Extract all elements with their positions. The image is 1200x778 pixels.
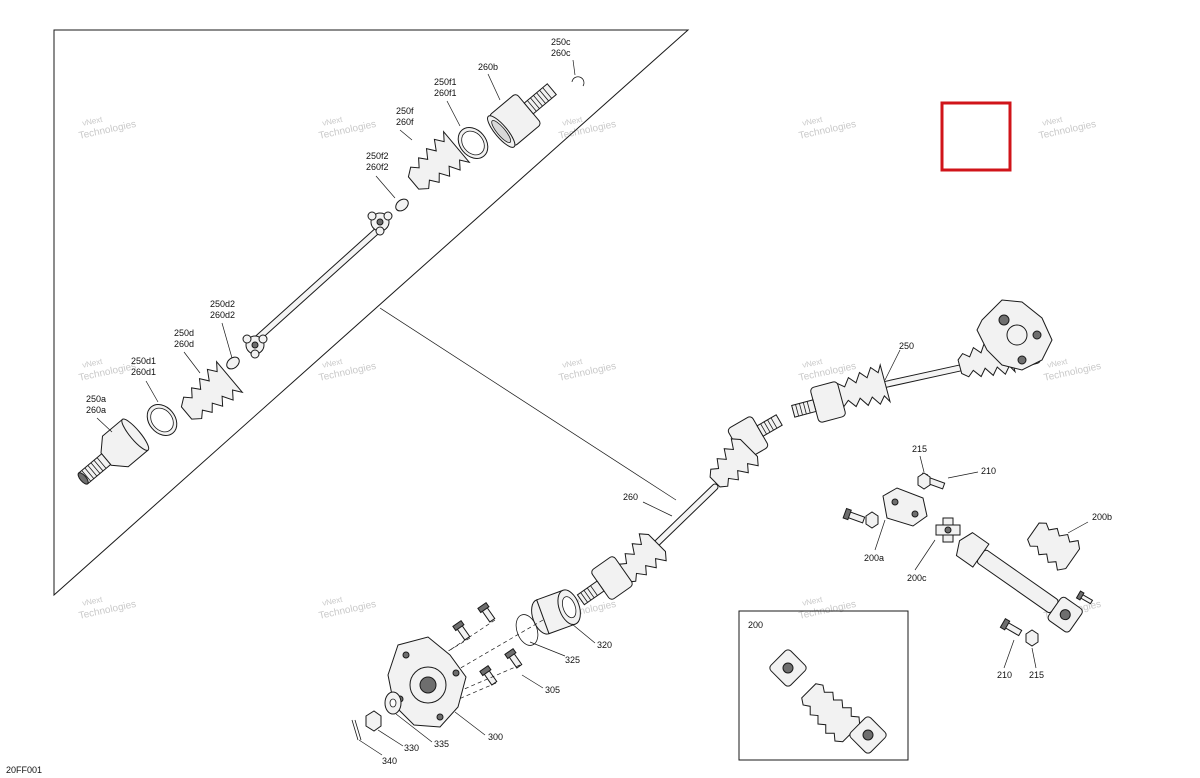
callout-260f2: 260f2 [366, 162, 389, 172]
callout-250f: 250f [396, 106, 414, 116]
middle-upper-boot [832, 362, 892, 408]
callout-250d2: 250d2 [210, 299, 235, 309]
watermark-text-1: vNext [81, 115, 104, 128]
upper-boot [407, 130, 471, 190]
hub-bolts-305 [452, 601, 523, 686]
inset-steering-shaft [769, 649, 887, 754]
callout-260d1: 260d1 [131, 367, 156, 377]
steering-shaft-lower [955, 532, 1083, 633]
lower-main-housing [576, 556, 633, 606]
callout-labels: 250c 260c 260b 250f1 260f1 250f 260f 250… [86, 37, 1112, 766]
watermark-layer: vNext Technologies vNext Technologies vN… [78, 115, 1102, 622]
callout-250c: 250c [551, 37, 571, 47]
nut-215-bottom [1025, 629, 1039, 647]
callout-320: 320 [597, 640, 612, 650]
callout-260f1: 260f1 [434, 88, 457, 98]
shaft-260-body [652, 484, 718, 548]
callout-260d: 260d [174, 339, 194, 349]
retaining-ring-325 [515, 614, 539, 646]
watermark-text-1: vNext [81, 595, 104, 608]
callout-210-bottom: 210 [997, 670, 1012, 680]
callout-260: 260 [623, 492, 638, 502]
snap-ring [571, 76, 585, 87]
boot-200b [1027, 522, 1081, 571]
detail-view-frame [53, 29, 690, 597]
callout-260c: 260c [551, 48, 571, 58]
watermark-text-1: vNext [321, 595, 344, 608]
steering-shaft-parts [842, 472, 1094, 647]
callout-335: 335 [434, 739, 449, 749]
small-clamp-lower [226, 356, 240, 370]
hub-assembly [351, 589, 581, 741]
u-joint-cross-200c [935, 517, 961, 543]
detail-pointer-line [379, 307, 677, 501]
upper-cv-housing [487, 83, 557, 148]
lower-cv-housing [77, 418, 150, 485]
callout-260f: 260f [396, 117, 414, 127]
yoke-200a [882, 487, 928, 527]
callout-260a: 260a [86, 405, 106, 415]
nut-215-top [917, 472, 931, 490]
callout-250a: 250a [86, 394, 106, 404]
figure-id: 20FF001 [6, 765, 42, 775]
callout-200c: 200c [907, 573, 927, 583]
callout-210-top: 210 [981, 466, 996, 476]
watermark-text-1: vNext [801, 595, 824, 608]
callout-330: 330 [404, 743, 419, 753]
highlight-square [940, 101, 1012, 172]
lower-main-boot [617, 533, 667, 583]
watermark-text-1: vNext [321, 357, 344, 370]
callout-215-top: 215 [912, 444, 927, 454]
watermark-text-1: vNext [561, 357, 584, 370]
watermark-text-1: vNext [561, 115, 584, 128]
callout-250f1: 250f1 [434, 77, 457, 87]
callout-325: 325 [565, 655, 580, 665]
callout-260d2: 260d2 [210, 310, 235, 320]
callout-250d1: 250d1 [131, 356, 156, 366]
lower-boot [180, 360, 244, 420]
wheel-hub-300 [387, 636, 467, 728]
detail-shaft-assembly [77, 76, 585, 485]
callout-260b: 260b [478, 62, 498, 72]
watermark-text-1: vNext [1041, 115, 1064, 128]
callout-340: 340 [382, 756, 397, 766]
watermark-text-1: vNext [1046, 357, 1069, 370]
watermark-text-1: vNext [801, 357, 824, 370]
callout-200a: 200a [864, 553, 884, 563]
callout-250: 250 [899, 341, 914, 351]
callout-250f2: 250f2 [366, 151, 389, 161]
callout-305: 305 [545, 685, 560, 695]
inset-box-200 [738, 610, 909, 761]
watermark-text-1: vNext [321, 115, 344, 128]
middle-upper-housing [791, 381, 846, 423]
small-clamp-upper [395, 198, 409, 212]
leader-lines [96, 59, 1089, 756]
callout-200b: 200b [1092, 512, 1112, 522]
callout-250d: 250d [174, 328, 194, 338]
detail-shaft-body [255, 227, 381, 341]
watermark-text-1: vNext [801, 115, 824, 128]
nut-330 [365, 710, 382, 732]
callout-215-bottom: 215 [1029, 670, 1044, 680]
lower-tripod-joint [242, 334, 268, 359]
inset-box-title: 200 [748, 620, 763, 630]
cotter-pin-340 [351, 719, 362, 741]
watermark-text-1: vNext [81, 357, 104, 370]
main-drive-shaft [576, 299, 1053, 606]
upper-tripod-joint [367, 211, 393, 236]
callout-300: 300 [488, 732, 503, 742]
wheel-knuckle [976, 299, 1053, 371]
bearing-320 [531, 589, 581, 635]
middle-lower-boot [709, 438, 759, 488]
